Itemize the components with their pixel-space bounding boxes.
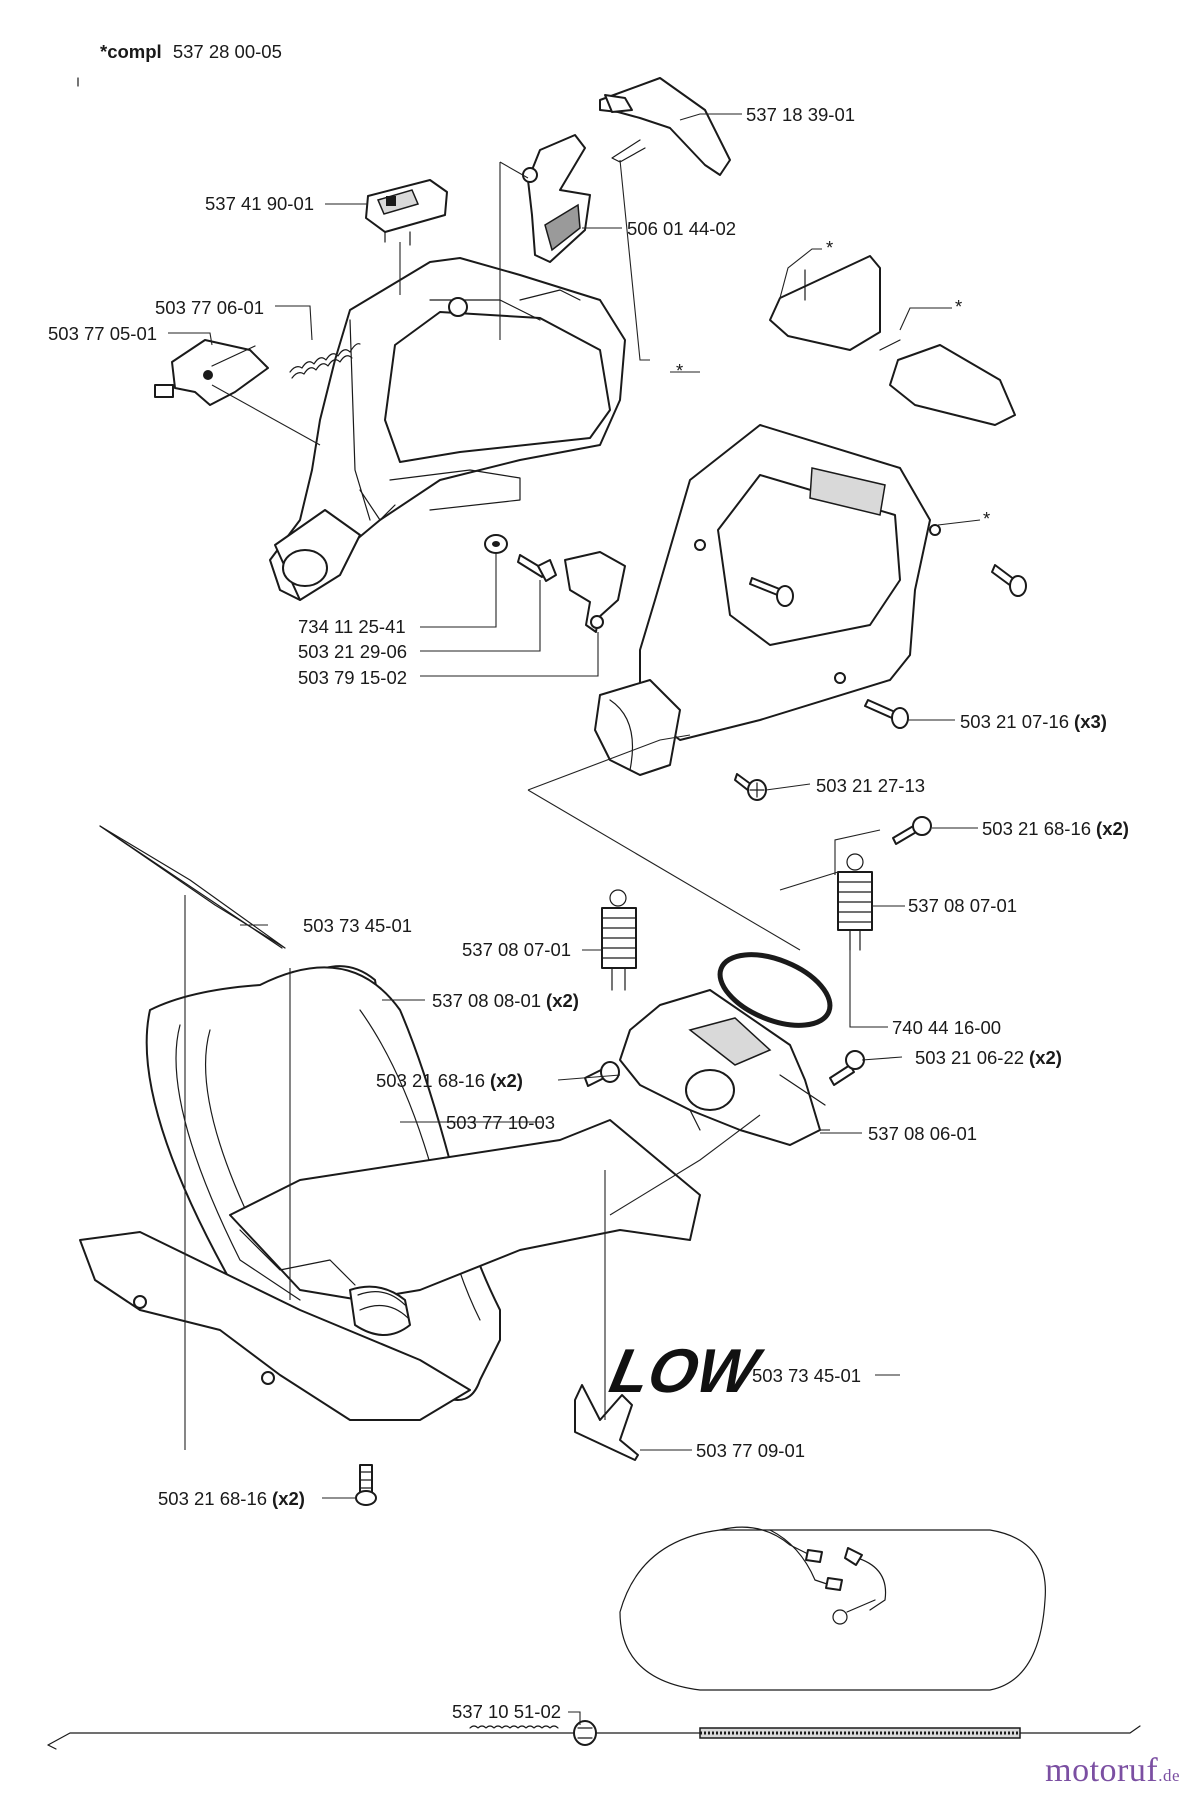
asterisk-insert-lower: * [955, 296, 962, 317]
label-503-77-05-01: 503 77 05-01 [48, 323, 157, 344]
compl-number: 537 28 00-05 [173, 41, 282, 62]
label-503-77-06-01: 503 77 06-01 [155, 297, 264, 318]
spring-small [289, 343, 361, 379]
compl-header: *compl 537 28 00-05 [100, 41, 282, 62]
low-decal-text: LOW [604, 1337, 768, 1406]
screw-cover-right [991, 564, 1027, 597]
handle-cover [594, 424, 941, 776]
asterisk-cover: * [983, 508, 990, 529]
label-503-77-10-03: 503 77 10-03 [446, 1112, 555, 1133]
screw-small [517, 554, 557, 582]
bracket-09-01 [574, 1384, 639, 1461]
watermark-logo: motoruf.de [1045, 1752, 1180, 1790]
label-537-41-90-01: 537 41 90-01 [205, 193, 314, 214]
front-handle [79, 966, 701, 1421]
screw-21-27-13 [734, 773, 767, 801]
compl-prefix: *compl [100, 41, 162, 62]
label-503-73-45-01-low: 503 73 45-01 [752, 1365, 861, 1386]
o-ring [717, 952, 833, 1028]
label-503-79-15-02: 503 79 15-02 [298, 667, 407, 688]
label-734-11-25-41: 734 11 25-41 [298, 616, 406, 637]
label-503-21-68-16-mid: 503 21 68-16(x2) [376, 1070, 523, 1091]
leader-lines [168, 113, 981, 1725]
screw-68-16-bottom [355, 1464, 377, 1506]
decal-sheet [99, 825, 286, 949]
label-503-73-45-01-decal: 503 73 45-01 [303, 915, 412, 936]
stop-switch [365, 179, 448, 246]
lever-bracket [564, 551, 626, 633]
asterisk-housing: * [676, 360, 683, 381]
wiring-harness [619, 1526, 1046, 1691]
screw-68-16-top [892, 816, 932, 845]
handle-insert-upper [769, 255, 881, 351]
asterisk-insert-upper: * [826, 237, 833, 258]
label-503-21-29-06: 503 21 29-06 [298, 641, 407, 662]
handle-insert-lower [879, 339, 1016, 426]
label-503-21-68-16-top: 503 21 68-16(x2) [982, 818, 1129, 839]
low-decal: LOW [604, 1337, 1065, 1406]
throttle-lockout [599, 77, 731, 176]
av-bracket [619, 989, 826, 1146]
screw-68-16-mid [584, 1061, 620, 1087]
label-503-77-09-01: 503 77 09-01 [696, 1440, 805, 1461]
washer [484, 534, 508, 554]
watermark-tld: .de [1158, 1766, 1180, 1785]
spring-left [601, 889, 637, 991]
label-537-08-07-01-right: 537 08 07-01 [908, 895, 1017, 916]
throttle-cable [47, 1720, 1141, 1750]
choke-control [154, 339, 269, 406]
label-537-08-06-01: 537 08 06-01 [868, 1123, 977, 1144]
label-537-08-07-01-left: 537 08 07-01 [462, 939, 571, 960]
screw-06-22 [829, 1050, 865, 1086]
rear-handle-housing [269, 257, 626, 601]
label-506-01-44-02: 506 01 44-02 [627, 218, 736, 239]
label-503-21-07-16: 503 21 07-16(x3) [960, 711, 1107, 732]
label-740-44-16-00: 740 44 16-00 [892, 1017, 1001, 1038]
label-537-18-39-01: 537 18 39-01 [746, 104, 855, 125]
label-537-10-51-02: 537 10 51-02 [452, 1701, 561, 1722]
label-503-21-68-16-bottom: 503 21 68-16(x2) [158, 1488, 305, 1509]
label-503-21-06-22: 503 21 06-22(x2) [915, 1047, 1062, 1068]
label-503-21-27-13: 503 21 27-13 [816, 775, 925, 796]
watermark-name: motoruf [1045, 1752, 1159, 1789]
screw-cover-left [749, 577, 794, 607]
screw-x3 [864, 699, 909, 729]
spring-right [837, 853, 873, 951]
label-537-08-08-01: 537 08 08-01(x2) [432, 990, 579, 1011]
throttle-trigger [522, 134, 591, 263]
